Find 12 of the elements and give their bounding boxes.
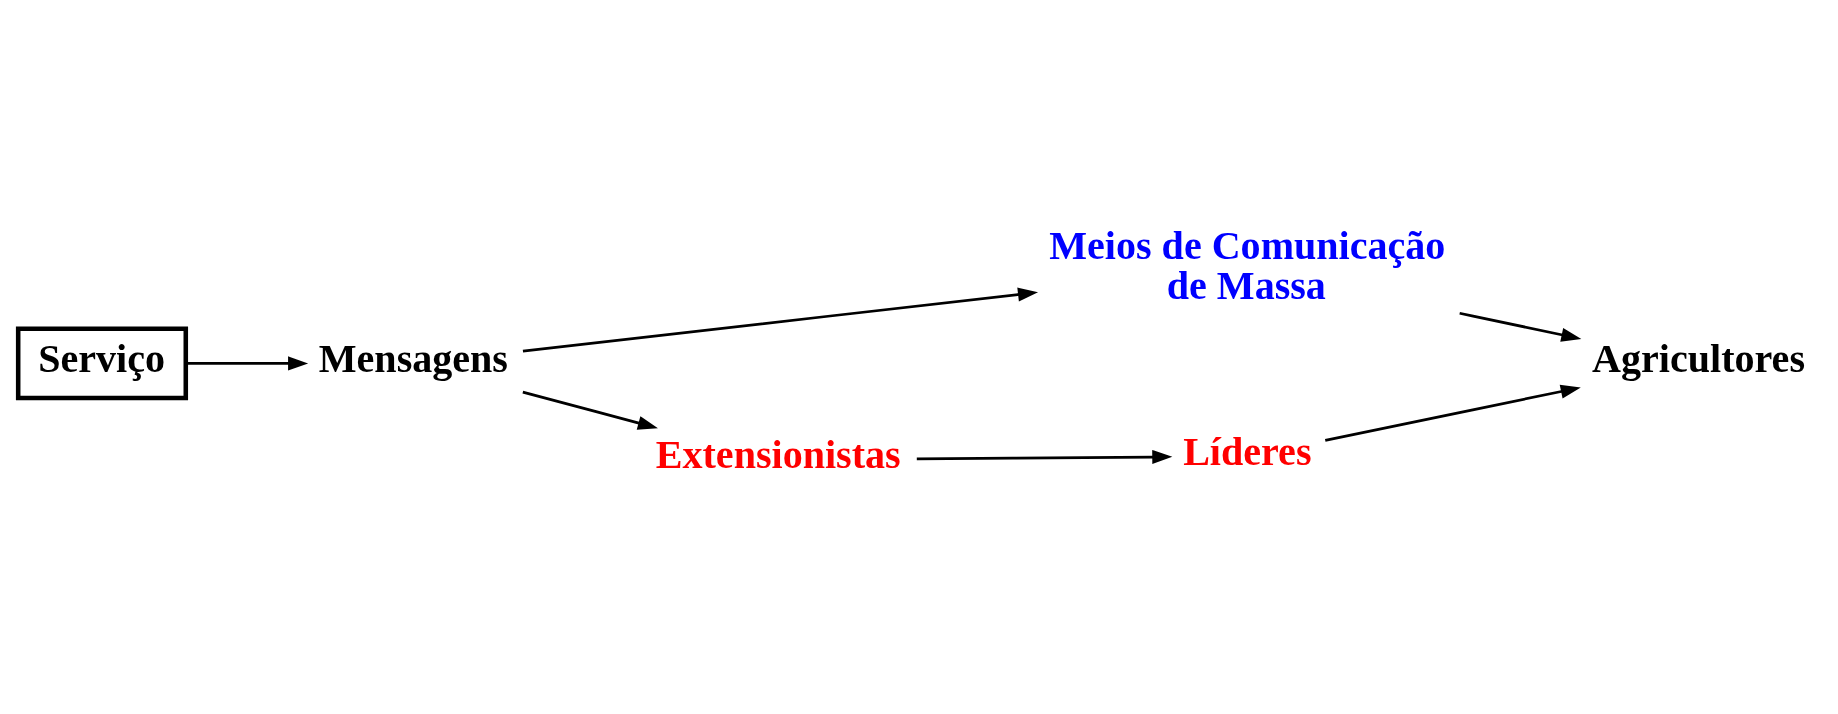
node-box: Serviço [15, 326, 189, 401]
node-text: Meios de Comunicação de Massa [1049, 222, 1446, 308]
arrow [522, 390, 658, 430]
node-text: Mensagens [318, 335, 508, 381]
node-text: Líderes [1183, 428, 1312, 474]
node-text: Extensionistas [655, 432, 901, 478]
arrow [1459, 311, 1582, 342]
arrow [1324, 384, 1581, 442]
node-text: Agricultores [1592, 335, 1805, 381]
arrow [522, 287, 1039, 353]
arrow [186, 356, 309, 371]
arrow [916, 449, 1173, 465]
